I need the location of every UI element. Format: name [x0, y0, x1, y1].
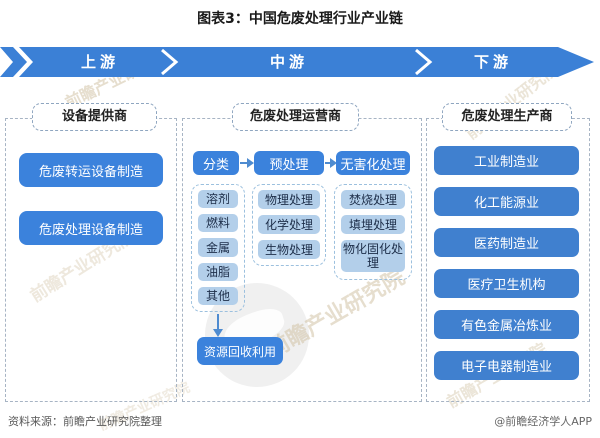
banner-section-downstream: 下游 — [473, 53, 512, 71]
right-arrow-icon — [325, 158, 337, 168]
pretreatment-item: 物理处理 — [258, 190, 320, 209]
upstream-column: 危废转运设备制造 危废处理设备制造 — [5, 118, 177, 402]
figure-title: 图表3：中国危废处理行业产业链 — [197, 11, 403, 27]
producer-box: 电子电器制造业 — [434, 351, 579, 380]
classify-group: 溶剂 燃料 金属 油脂 其他 — [191, 184, 245, 312]
category-item: 溶剂 — [198, 190, 238, 209]
category-item: 油脂 — [198, 262, 238, 281]
banner-section-upstream: 上游 — [80, 53, 119, 71]
downstream-column: 工业制造业 化工能源业 医药制造业 医疗卫生机构 有色金属冶炼业 电子电器制造业 — [426, 118, 590, 402]
pretreatment-item: 化学处理 — [258, 215, 320, 234]
header-waste-producers: 危废处理生产商 — [442, 103, 572, 131]
equipment-box: 危废处理设备制造 — [19, 211, 163, 245]
recycle-box: 资源回收利用 — [197, 337, 283, 365]
flow-step-classify: 分类 — [193, 151, 239, 175]
equipment-box: 危废转运设备制造 — [19, 153, 163, 187]
pretreatment-item: 生物处理 — [258, 240, 320, 259]
down-arrow-icon — [213, 314, 223, 337]
credit-note: @前瞻经济学人APP — [494, 415, 592, 428]
pretreatment-group: 物理处理 化学处理 生物处理 — [252, 184, 326, 266]
producer-box: 医药制造业 — [434, 228, 579, 257]
right-arrow-icon — [240, 158, 254, 168]
harmless-item: 焚烧处理 — [341, 190, 405, 209]
flow-step-pretreatment: 预处理 — [254, 151, 324, 175]
producer-box: 医疗卫生机构 — [434, 269, 579, 298]
harmless-item: 物化固化处理 — [341, 240, 405, 272]
header-equipment-providers: 设备提供商 — [32, 103, 157, 131]
banner-arrow-shape — [0, 47, 594, 77]
flow-step-harmless-treatment: 无害化处理 — [336, 151, 410, 175]
industry-chain-banner: 上游 中游 下游 — [0, 47, 600, 77]
midstream-column: 分类 预处理 无害化处理 溶剂 燃料 金属 油脂 其他 物理处理 化学处理 生物… — [182, 118, 422, 402]
banner-section-midstream: 中游 — [269, 53, 308, 71]
category-item: 燃料 — [198, 214, 238, 233]
source-note: 资料来源：前瞻产业研究院整理 — [8, 415, 162, 428]
header-waste-operators: 危废处理运营商 — [232, 103, 359, 131]
harmless-treatment-group: 焚烧处理 填埋处理 物化固化处理 — [334, 184, 412, 280]
producer-box: 工业制造业 — [434, 146, 579, 175]
producer-box: 有色金属冶炼业 — [434, 310, 579, 339]
harmless-item: 填埋处理 — [341, 215, 405, 234]
producer-box: 化工能源业 — [434, 187, 579, 216]
category-item: 其他 — [198, 286, 238, 306]
category-item: 金属 — [198, 238, 238, 257]
